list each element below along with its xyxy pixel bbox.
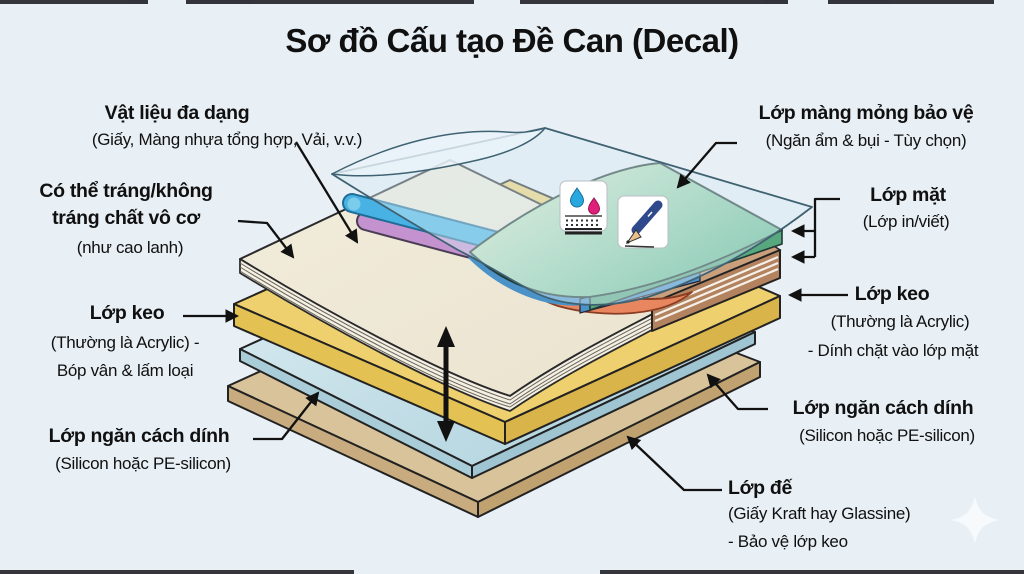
connector-coating [237,219,295,259]
label-release-left-title: Lớp ngăn cách dính [48,425,230,447]
sparkle-watermark [951,496,999,544]
label-adhesive-right-title: Lớp keo [854,283,930,305]
page-title: Sơ đồ Cấu tạo Đề Can (Decal) [285,22,739,59]
pencil-icon [617,195,669,249]
label-release-right-title: Lớp ngăn cách dính [792,397,974,419]
connector-protective [676,141,737,189]
label-connectors [183,141,848,492]
label-base-sub2: - Bảo vệ lớp keo [728,532,848,551]
label-protective-title: Lớp màng mỏng bảo vệ [758,102,974,124]
label-protective-sub: (Ngăn ẩm & bụi - Tùy chọn) [765,131,967,150]
label-adhesive-left-title: Lớp keo [89,302,165,324]
label-material-title: Vật liệu đa dạng [104,102,250,124]
connector-face-bracket [813,197,840,257]
label-base-sub1: (Giấy Kraft hay Glassine) [728,504,911,523]
label-coating-sub: (như cao lanh) [76,238,184,257]
connector-release-left [253,391,320,441]
peel-double-arrow [437,326,455,442]
label-base-title: Lớp đế [728,477,793,499]
label-coating-line1: Có thể tráng/không [39,180,213,202]
ink-droplets-icon [559,180,608,235]
label-face-title: Lớp mặt [870,184,946,206]
label-release-left-sub: (Silicon hoặc PE-silicon) [55,454,231,473]
label-adhesive-left-sub1: (Thường là Acrylic) - [50,333,200,352]
label-coating-line2: tráng chất vô cơ [52,207,200,229]
label-release-right-sub: (Silicon hoặc PE-silicon) [799,426,975,445]
connector-material [295,141,359,244]
connector-release-right [706,373,768,411]
label-face-sub: (Lớp in/viết) [862,212,950,231]
label-adhesive-right-sub2: - Dính chặt vào lớp mặt [807,341,979,360]
label-adhesive-right-sub1: (Thường là Acrylic) [830,312,970,331]
label-material-sub: (Giấy, Màng nhựa tổng hợp, Vải, v.v.) [91,130,363,149]
connector-base [626,435,722,492]
label-adhesive-left-sub2: Bóp vân & lấm loại [56,361,194,380]
